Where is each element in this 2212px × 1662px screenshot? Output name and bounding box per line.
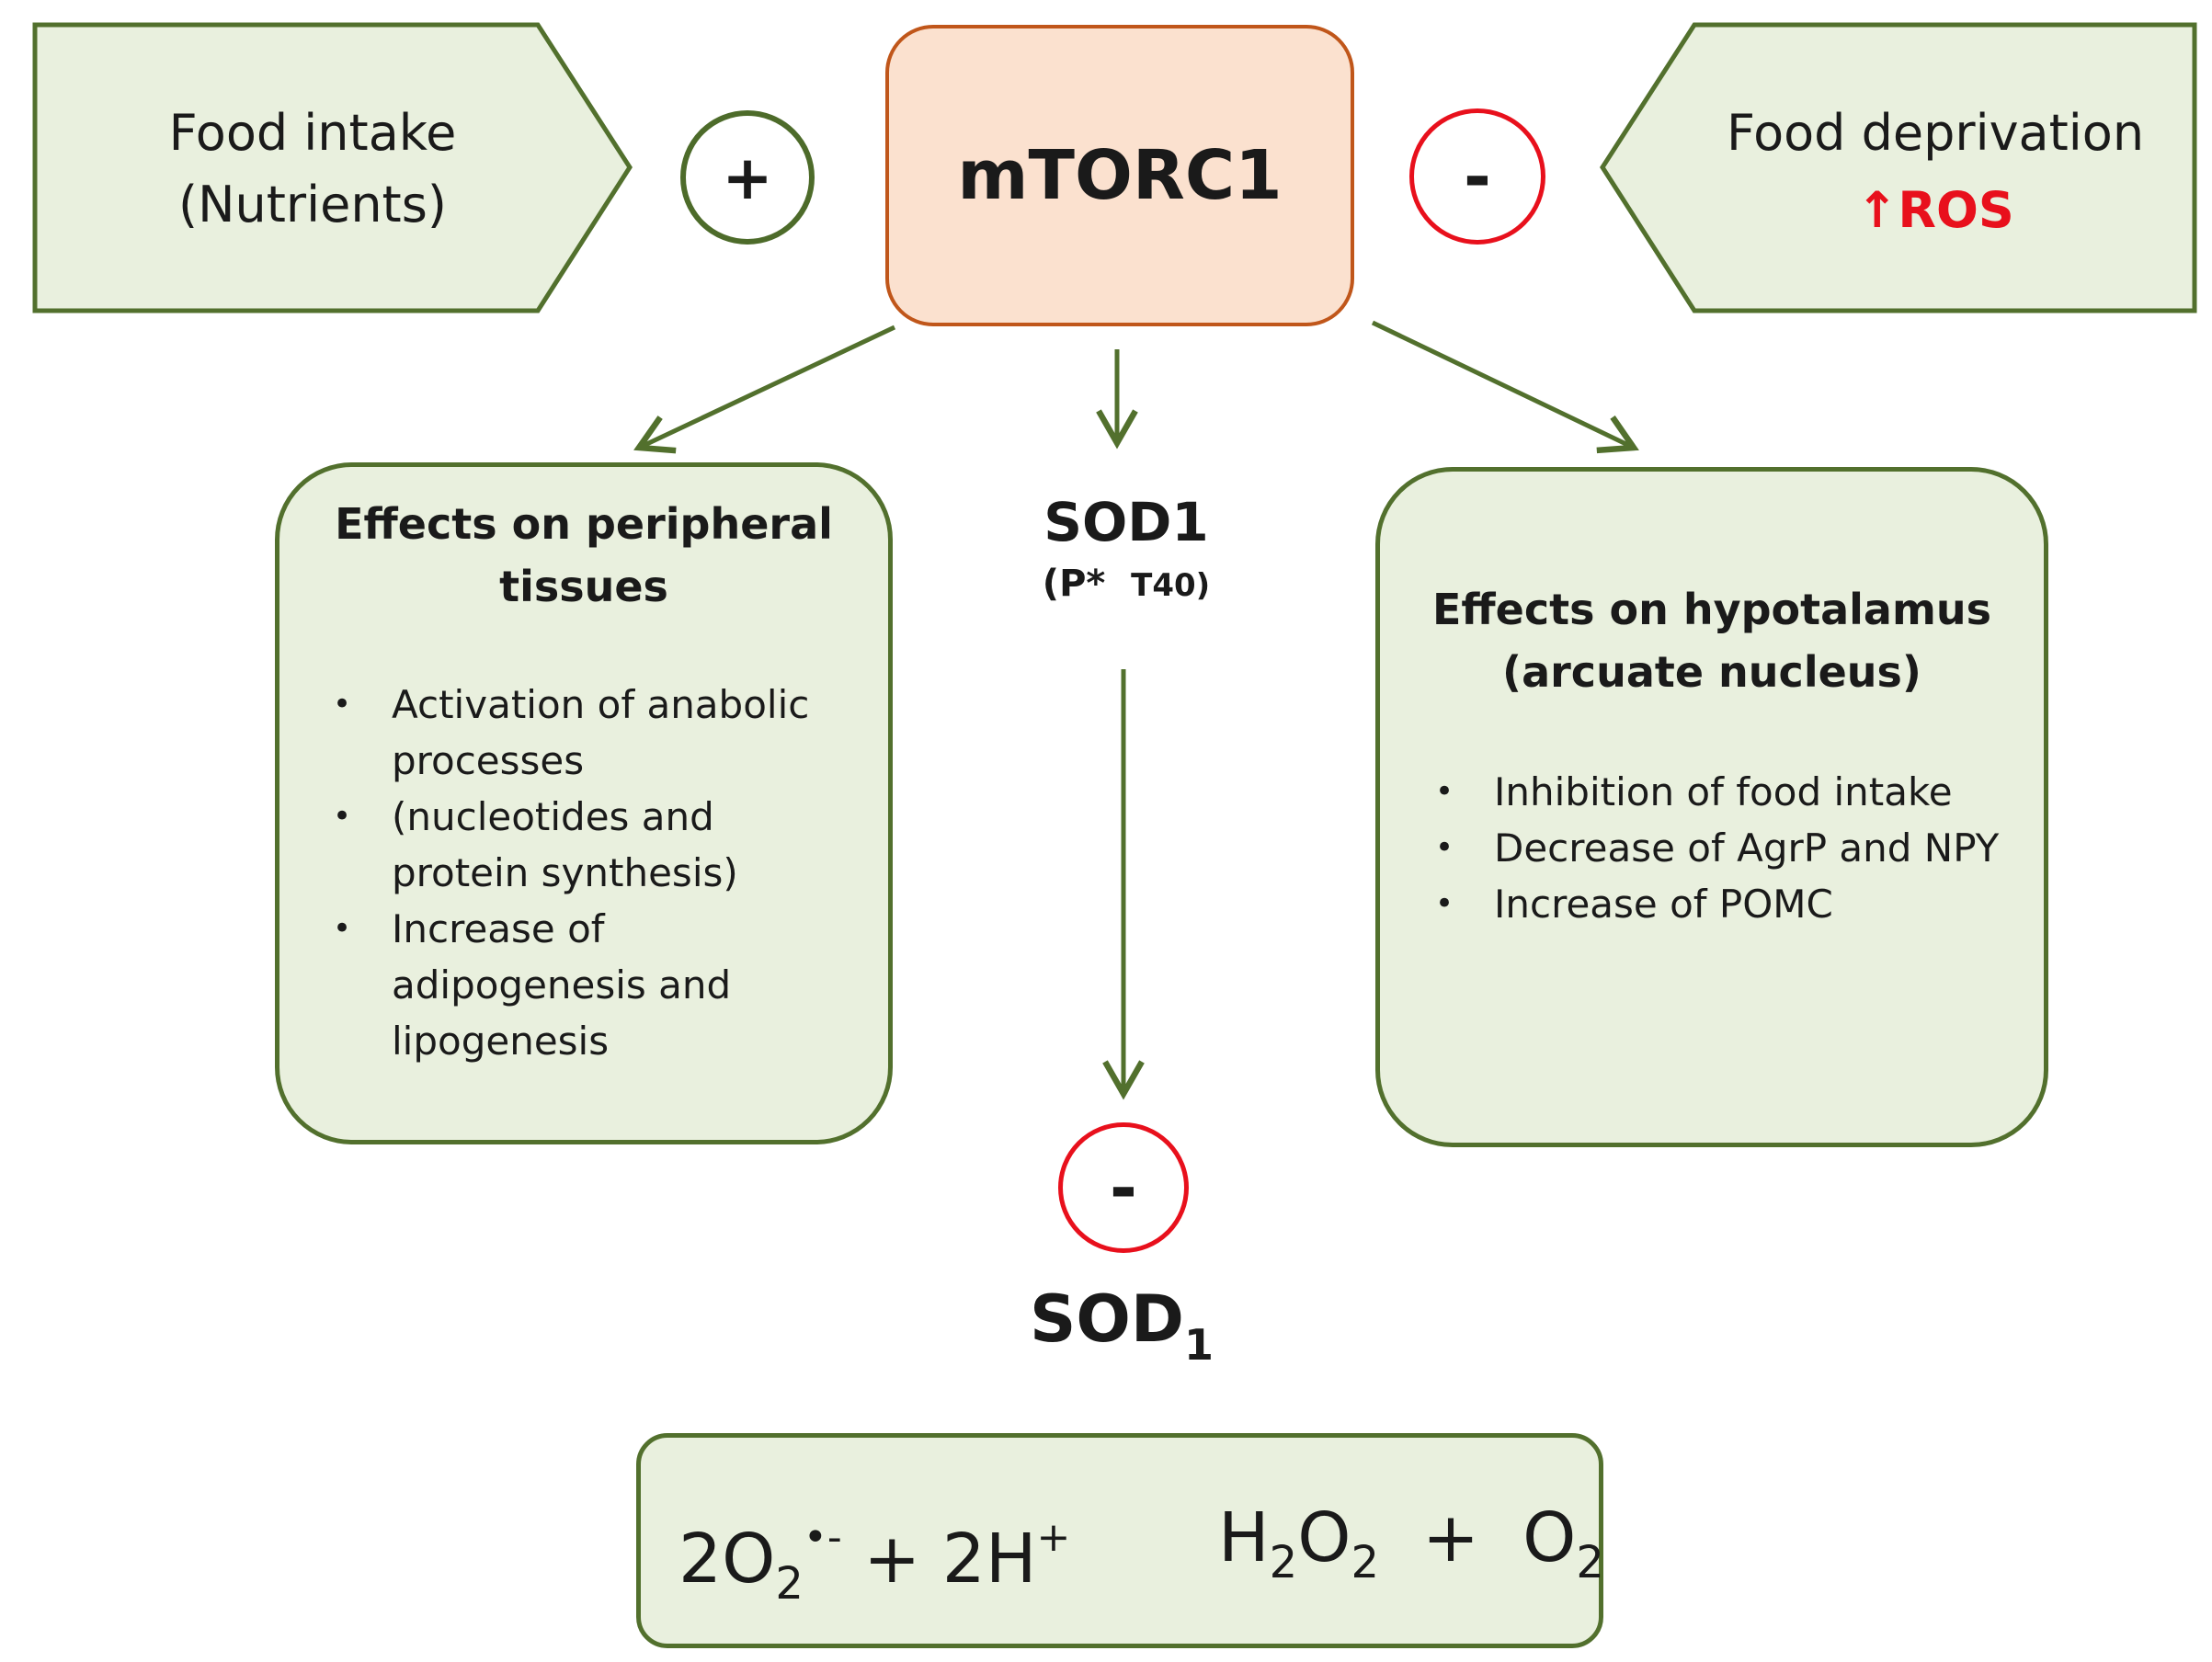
products: H2O2 + O2	[1218, 1497, 1604, 1604]
peripheral-title-line1: Effects on peripheral	[335, 499, 833, 549]
food-intake-arrow-shape	[32, 22, 633, 313]
list-item-text: (nucleotides and	[392, 794, 714, 839]
list-item: Increase of POMC	[1435, 876, 2042, 932]
hypothalamus-effects-box: Effects on hypotalamus (arcuate nucleus)…	[1375, 467, 2048, 1147]
phospho-mark: (P*	[1042, 563, 1106, 605]
food-intake-line2: (Nutrients)	[178, 176, 447, 233]
proton-charge: +	[1036, 1514, 1071, 1561]
up-arrow-icon: ↑	[1856, 181, 1898, 239]
food-intake-label: Food intake (Nutrients)	[55, 97, 570, 241]
mtorc1-node: mTORC1	[885, 25, 1354, 326]
arrow-to-hypothalamus	[1371, 320, 1639, 454]
list-item: Increase of adipogenesis and lipogenesis	[333, 901, 884, 1069]
list-item-text: adipogenesis and	[392, 962, 732, 1007]
list-item-text: protein synthesis)	[392, 850, 738, 895]
oxygen-subscript: 2	[1576, 1537, 1604, 1588]
list-item-text: lipogenesis	[392, 1019, 610, 1064]
hypothalamus-title-line1: Effects on hypotalamus	[1431, 585, 1992, 634]
superoxide-subscript: 2	[775, 1558, 804, 1610]
sod1-phospho-label: SOD1 (P* T40)	[984, 485, 1269, 610]
sod-enzyme-label: SOD1	[1011, 1273, 1232, 1391]
peripheral-title-line2: tissues	[499, 562, 668, 611]
list-item-text: Increase of	[392, 906, 605, 951]
peroxide-h-subscript: 2	[1269, 1537, 1298, 1588]
list-item: Inhibition of food intake	[1435, 764, 2042, 820]
list-item-text: Activation of anabolic	[392, 682, 810, 727]
superoxide-text: 2O	[678, 1520, 776, 1599]
plus-sign: +	[1422, 1498, 1480, 1577]
hypothalamus-effects-list: Inhibition of food intake Decrease of Ag…	[1435, 764, 2042, 932]
hypothalamus-title: Effects on hypotalamus (arcuate nucleus)	[1380, 578, 2044, 703]
sod-enzyme-subscript: 1	[1184, 1320, 1214, 1370]
plus-sign: +	[863, 1520, 921, 1599]
peripheral-effects-list: Activation of anabolic processes (nucleo…	[333, 677, 884, 1069]
sod-enzyme-name: SOD	[1029, 1281, 1184, 1357]
activation-sign: +	[680, 110, 815, 245]
mtorc1-label: mTORC1	[957, 136, 1283, 215]
list-item: Activation of anabolic processes	[333, 677, 884, 789]
ros-label: ROS	[1898, 181, 2014, 239]
peroxide-o: O	[1297, 1498, 1351, 1577]
sod1-name: SOD1	[1043, 491, 1209, 553]
peroxide-h: H	[1218, 1498, 1270, 1577]
sod1-modification: (P* T40)	[984, 559, 1269, 610]
food-intake-line1: Food intake	[168, 104, 457, 162]
list-item: Decrease of AgrP and NPY	[1435, 820, 2042, 876]
inhibition-sign: -	[1409, 108, 1545, 245]
food-deprivation-arrow-shape	[1600, 22, 2197, 313]
food-deprivation-label: Food deprivation ↑ROS	[1692, 97, 2179, 246]
hypothalamus-title-line2: (arcuate nucleus)	[1502, 647, 1921, 697]
reaction-box	[636, 1433, 1603, 1648]
peripheral-effects-box: Effects on peripheral tissues Activation…	[275, 462, 893, 1144]
superoxide-charge: •-	[803, 1514, 842, 1561]
list-item: (nucleotides and protein synthesis)	[333, 789, 884, 901]
oxygen-text: O	[1522, 1498, 1577, 1577]
ros-increase: ↑ROS	[1692, 175, 2179, 246]
peripheral-title: Effects on peripheral tissues	[279, 493, 888, 618]
reactants: 2O2•- + 2H+	[678, 1497, 1070, 1625]
proton-text: 2H	[941, 1520, 1037, 1599]
sod-inhibition-sign: -	[1058, 1122, 1189, 1253]
food-deprivation-line1: Food deprivation	[1726, 104, 2145, 162]
list-item-text: processes	[392, 738, 585, 783]
peroxide-o-subscript: 2	[1351, 1537, 1379, 1588]
arrow-to-peripheral	[633, 324, 896, 454]
phospho-residue: T40)	[1131, 567, 1211, 604]
